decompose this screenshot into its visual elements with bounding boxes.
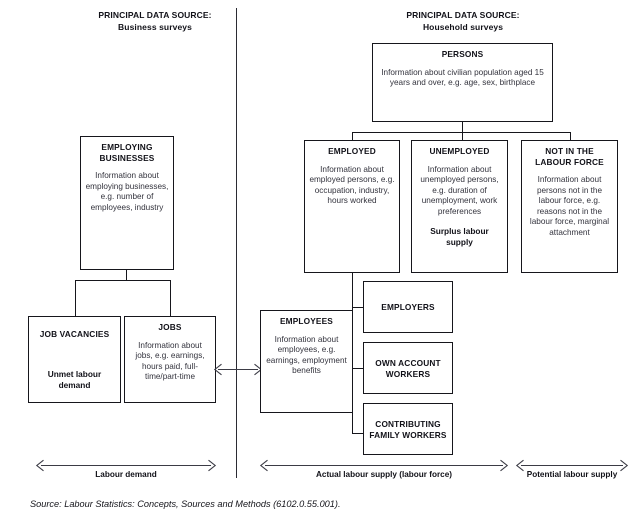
box-unemployed-note: Surplus labour supply (430, 226, 489, 248)
box-employed-description: Information about employed persons, e.g.… (309, 164, 395, 206)
box-own-account-workers[interactable]: OWN ACCOUNT WORKERS (363, 342, 453, 394)
connector-persons-bus (352, 132, 571, 134)
connector-employing-businesses-bus (75, 280, 171, 282)
axis-arrow-potential-labour-supply-right-head (620, 459, 629, 472)
axis-label-potential-labour-supply: Potential labour supply (526, 470, 618, 479)
box-employed-title: EMPLOYED (328, 146, 376, 156)
axis-arrow-actual-labour-supply-left-head (259, 459, 268, 472)
axis-arrow-actual-labour-supply-shaft (265, 465, 503, 467)
axis-arrow-labour-demand-shaft (41, 465, 211, 467)
connector-employed-to-employers (352, 307, 364, 309)
box-not-in-labour-force-description: Information about persons not in the lab… (529, 175, 610, 237)
box-persons-description: Information about civilian population ag… (381, 67, 544, 88)
box-jobs[interactable]: JOBS Information about jobs, e.g. earnin… (124, 316, 216, 403)
connector-to-jobs (170, 280, 172, 316)
box-persons[interactable]: PERSONS Information about civilian popul… (372, 43, 553, 122)
box-jobs-title: JOBS (158, 322, 182, 332)
box-job-vacancies-title: JOB VACANCIES (39, 328, 110, 339)
axis-arrow-actual-labour-supply-right-head (500, 459, 509, 472)
box-employing-businesses[interactable]: EMPLOYING BUSINESSES Information about e… (80, 136, 174, 270)
box-unemployed-title: UNEMPLOYED (429, 146, 490, 156)
axis-arrow-labour-demand (35, 459, 217, 472)
box-employing-businesses-title: EMPLOYING BUSINESSES (99, 142, 155, 163)
connector-to-unemployed (462, 132, 464, 141)
box-employees-description: Information about employees, e.g. earnin… (266, 334, 347, 376)
connector-employed-to-own-account-workers (352, 368, 364, 370)
box-not-in-labour-force-title: NOT IN THE LABOUR FORCE (535, 146, 604, 167)
box-own-account-workers-title: OWN ACCOUNT WORKERS (375, 358, 441, 379)
arrow-jobs-employees-left-head (213, 363, 222, 376)
left-column-heading-line1: PRINCIPAL DATA SOURCE: (98, 10, 212, 20)
axis-label-actual-labour-supply: Actual labour supply (labour force) (315, 470, 453, 479)
source-note: Source: Labour Statistics: Concepts, Sou… (30, 499, 341, 509)
box-not-in-labour-force[interactable]: NOT IN THE LABOUR FORCE Information abou… (521, 140, 618, 273)
box-employers[interactable]: EMPLOYERS (363, 281, 453, 333)
axis-arrow-actual-labour-supply (259, 459, 509, 472)
connector-employing-businesses-stem (126, 270, 128, 281)
box-employed[interactable]: EMPLOYED Information about employed pers… (304, 140, 400, 273)
axis-label-labour-demand: Labour demand (95, 470, 157, 479)
axis-arrow-labour-demand-left-head (35, 459, 44, 472)
box-contributing-family-workers[interactable]: CONTRIBUTING FAMILY WORKERS (363, 403, 453, 455)
right-column-heading-line1: PRINCIPAL DATA SOURCE: (406, 10, 520, 20)
right-column-heading: PRINCIPAL DATA SOURCE: Household surveys (348, 10, 578, 33)
box-jobs-description: Information about jobs, e.g. earnings, h… (135, 340, 205, 382)
box-employing-businesses-description: Information about employing businesses, … (85, 171, 169, 212)
axis-arrow-potential-labour-supply-left-head (515, 459, 524, 472)
left-column-heading: PRINCIPAL DATA SOURCE: Business surveys (40, 10, 270, 33)
box-employees-title: EMPLOYEES (280, 316, 333, 326)
column-divider (236, 8, 238, 478)
arrow-jobs-employees (213, 363, 263, 376)
left-column-heading-line2: Business surveys (118, 21, 192, 32)
axis-arrow-potential-labour-supply (515, 459, 629, 472)
connector-to-job-vacancies (75, 280, 77, 316)
arrow-jobs-employees-shaft (218, 369, 258, 371)
box-job-vacancies[interactable]: JOB VACANCIES Unmet labour demand (28, 316, 121, 403)
box-unemployed[interactable]: UNEMPLOYED Information about unemployed … (411, 140, 508, 273)
box-contributing-family-workers-title: CONTRIBUTING FAMILY WORKERS (369, 419, 447, 440)
box-employees[interactable]: EMPLOYEES Information about employees, e… (260, 310, 353, 413)
connector-employed-to-contributing-family-workers (352, 433, 364, 435)
connector-to-not-in-labour-force (570, 132, 572, 141)
connector-persons-stem (462, 122, 464, 133)
axis-arrow-potential-labour-supply-shaft (521, 465, 623, 467)
right-column-heading-line2: Household surveys (422, 21, 504, 32)
box-job-vacancies-note: Unmet labour demand (47, 369, 102, 390)
box-persons-title: PERSONS (441, 49, 484, 59)
box-unemployed-description: Information about unemployed persons, e.… (420, 164, 499, 216)
connector-to-employed (352, 132, 354, 141)
axis-arrow-labour-demand-right-head (208, 459, 217, 472)
box-employers-title: EMPLOYERS (381, 302, 435, 313)
